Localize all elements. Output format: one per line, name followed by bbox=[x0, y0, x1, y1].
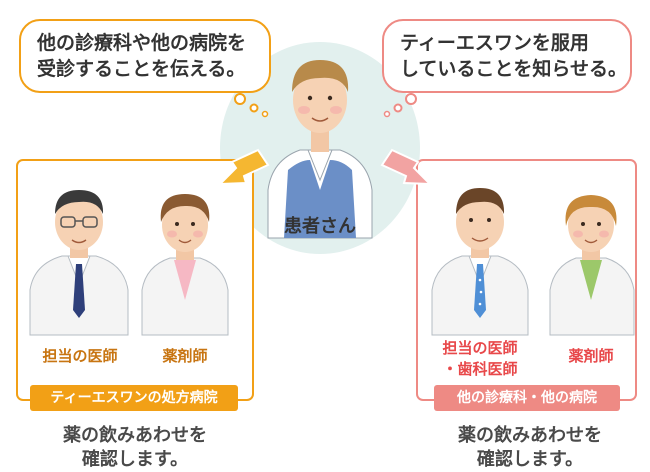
right-note: 薬の飲みあわせを 確認します。 bbox=[430, 424, 630, 472]
bubble-left-shape bbox=[19, 19, 271, 93]
patient-figure bbox=[267, 60, 373, 239]
left-group-banner: ティーエスワンの処方病院 bbox=[30, 385, 238, 411]
right-note-line-1: 薬の飲みあわせを bbox=[458, 425, 602, 446]
left-role-pharmacist: 薬剤師 bbox=[162, 347, 208, 365]
bubble-right-shape bbox=[382, 19, 632, 93]
left-note-line-2: 確認します。 bbox=[81, 449, 189, 470]
bubble-right-line-1: ティーエスワンを服用 bbox=[400, 32, 589, 54]
left-doctor-figure bbox=[29, 190, 129, 336]
bubble-left-text: 他の診療科や他の病院を 受診することを伝える。 bbox=[37, 30, 246, 82]
bubble-right-line-2: していることを知らせる。 bbox=[400, 58, 628, 80]
left-note: 薬の飲みあわせを 確認します。 bbox=[30, 424, 240, 472]
right-doctor-figure bbox=[431, 188, 529, 336]
left-pharmacist-figure bbox=[141, 194, 229, 336]
bubble-left-line-2: 受診することを伝える。 bbox=[37, 58, 246, 80]
patient-label: 患者さん bbox=[284, 216, 356, 237]
right-role-doctor: 担当の医師 ・歯科医師 bbox=[430, 338, 530, 380]
right-role-doctor-line-1: 担当の医師 bbox=[442, 339, 518, 357]
right-pharmacist-figure bbox=[549, 195, 635, 336]
right-role-doctor-line-2: ・歯科医師 bbox=[442, 360, 518, 378]
bubble-left-line-1: 他の診療科や他の病院を bbox=[37, 32, 247, 54]
arrow-right-icon bbox=[380, 148, 433, 186]
right-role-pharmacist: 薬剤師 bbox=[568, 347, 614, 365]
left-role-doctor: 担当の医師 bbox=[42, 347, 118, 365]
bubble-right-text: ティーエスワンを服用 していることを知らせる。 bbox=[400, 30, 627, 82]
arrow-left-icon bbox=[217, 148, 270, 186]
left-note-line-1: 薬の飲みあわせを bbox=[63, 425, 207, 446]
right-group-banner: 他の診療科・他の病院 bbox=[434, 385, 620, 411]
right-note-line-2: 確認します。 bbox=[476, 449, 584, 470]
